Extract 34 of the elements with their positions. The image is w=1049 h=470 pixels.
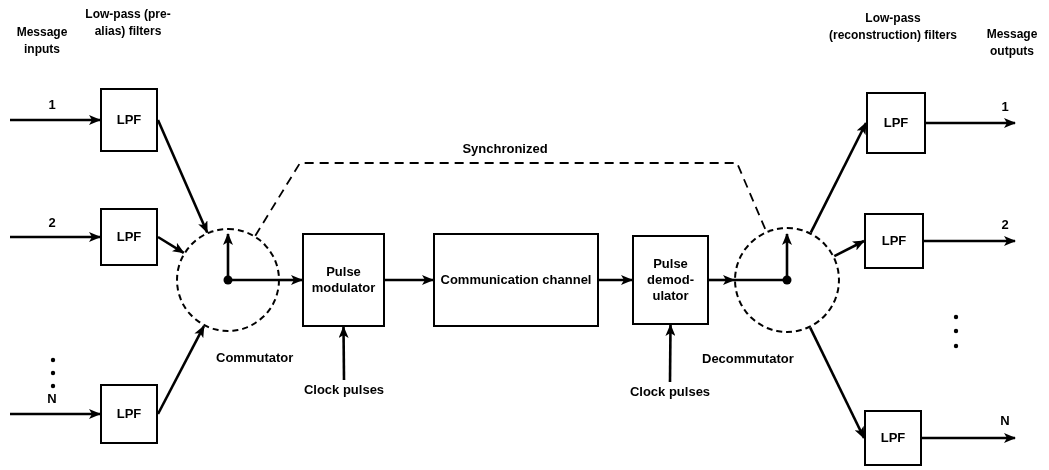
arrow: [922, 433, 1016, 443]
arrow: [157, 235, 185, 254]
arrow: [10, 232, 101, 242]
arrow: [809, 327, 866, 439]
process-box: LPF: [866, 92, 926, 154]
arrow: [709, 275, 735, 285]
dashed-connector: [254, 162, 768, 237]
column-heading: Message inputs: [15, 24, 69, 58]
arrow: [924, 236, 1016, 246]
arrow: [833, 239, 865, 258]
clock-pulses-label: Clock pulses: [294, 380, 394, 400]
column-heading: Message outputs: [985, 26, 1039, 60]
arrow: [10, 409, 101, 419]
process-box: LPF: [864, 410, 922, 466]
process-box: Pulse demod- ulator: [632, 235, 709, 325]
arrow: [665, 324, 676, 382]
process-box: LPF: [100, 384, 158, 444]
node-caption: Decommutator: [702, 351, 794, 367]
arrow: [809, 122, 868, 234]
process-box: Communication channel: [433, 233, 599, 327]
column-heading: Low-pass (pre-alias) filters: [84, 6, 172, 40]
process-box: Pulse modulator: [302, 233, 385, 327]
column-heading: Low-pass (reconstruction) filters: [828, 10, 958, 44]
process-box: LPF: [100, 208, 158, 266]
clock-pulses-label: Clock pulses: [620, 382, 720, 402]
arrow: [338, 326, 349, 380]
process-box: LPF: [864, 213, 924, 269]
arrow: [10, 115, 101, 125]
arrow: [599, 275, 633, 285]
arrow: [280, 275, 303, 285]
arrow: [385, 275, 434, 285]
arrow: [926, 118, 1016, 128]
process-box: LPF: [100, 88, 158, 152]
node-caption: Commutator: [216, 350, 294, 366]
